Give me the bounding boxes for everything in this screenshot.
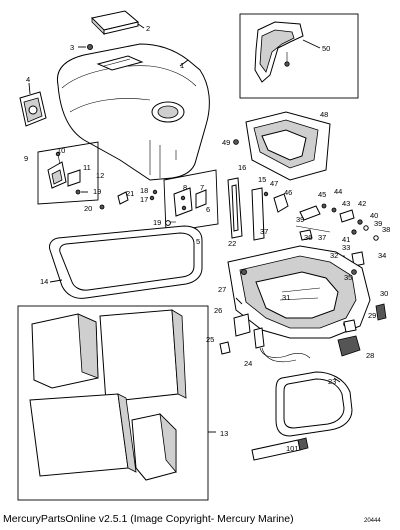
right-hardware-cluster [295,203,379,269]
callout-43: 43 [342,199,350,208]
callout-11: 11 [83,163,91,172]
callout-23: 23 [328,377,336,386]
callout-14: 14 [40,277,48,286]
part-1-top-cowl [56,43,210,181]
part-2-top-cover [90,10,145,35]
callout-4: 4 [26,75,30,84]
callout-48: 48 [320,110,328,119]
callout-31: 31 [282,293,290,302]
callout-45: 45 [318,190,326,199]
part-25-clip [219,341,231,355]
callout-13: 13 [220,429,228,438]
part-26-bracket [233,313,251,337]
callout-37-a: 37 [260,227,268,236]
part-46-lever [263,191,289,213]
part-5-latch-group [163,169,219,239]
callout-37-b: 37 [318,233,326,242]
inset-box-50 [239,13,359,99]
callout-32: 32 [330,251,338,260]
callout-2: 2 [146,24,150,33]
callout-10: 10 [57,146,65,155]
callout-8: 8 [183,183,187,192]
part-15-strip [251,187,265,241]
part-4-plate [19,82,47,127]
callout-17: 17 [140,195,148,204]
callout-labels: 1 2 3 4 5 6 7 8 9 10 11 12 13 14 15 16 1… [24,24,390,438]
tube-101: 101 [251,437,309,461]
callout-19-b: 19 [153,218,161,227]
callout-22: 22 [228,239,236,248]
callout-27: 27 [218,285,226,294]
part-48-rear-cowl [233,111,331,181]
callout-25: 25 [206,335,214,344]
callout-19-a: 19 [93,187,101,196]
callout-39-b: 39 [374,219,382,228]
callout-35: 35 [344,273,352,282]
callout-12: 12 [96,171,104,180]
callout-9: 9 [24,154,28,163]
callout-5: 5 [196,237,200,246]
part-3-screw [78,44,94,51]
callout-16: 16 [238,163,246,172]
callout-7: 7 [200,183,204,192]
callout-20: 20 [84,204,92,213]
drawing-number: 20444 [364,518,381,524]
callout-38: 38 [382,225,390,234]
part-27-screw [235,297,243,305]
part-29-pad [343,319,357,333]
small-hardware [99,189,158,210]
part-30-stud [375,303,387,321]
callout-24: 24 [244,359,252,368]
callout-34: 34 [378,251,386,260]
callout-26: 26 [214,306,222,315]
part-9-latch-assembly [37,141,99,205]
part-22-bottom-cowl [227,245,371,339]
part-24-cable [253,327,311,363]
callout-29: 29 [368,311,376,320]
tube-101-label: 101 [286,444,299,453]
callout-42: 42 [358,199,366,208]
callout-3: 3 [70,43,74,52]
part-13-foam-kit [17,305,216,501]
callout-49: 49 [222,138,230,147]
callout-41: 41 [342,235,350,244]
callout-28: 28 [366,351,374,360]
part-23-seal [275,371,353,437]
callout-21: 21 [126,189,134,198]
image-caption: MercuryPartsOnline v2.5.1 (Image Copyrig… [3,513,294,525]
callout-18: 18 [140,186,148,195]
part-16-strip [227,177,243,239]
callout-47: 47 [270,179,278,188]
callout-6: 6 [206,205,210,214]
callout-50: 50 [322,44,330,53]
part-28-block [337,335,361,357]
callout-33: 33 [342,243,350,252]
callout-15: 15 [258,175,266,184]
callout-40: 40 [370,211,378,220]
callout-39-a: 39 [296,215,304,224]
callout-30: 30 [380,289,388,298]
callout-1: 1 [180,61,184,70]
callout-36: 36 [304,233,312,242]
callout-44: 44 [334,187,342,196]
callout-46: 46 [284,188,292,197]
part-14-seal [49,225,203,299]
